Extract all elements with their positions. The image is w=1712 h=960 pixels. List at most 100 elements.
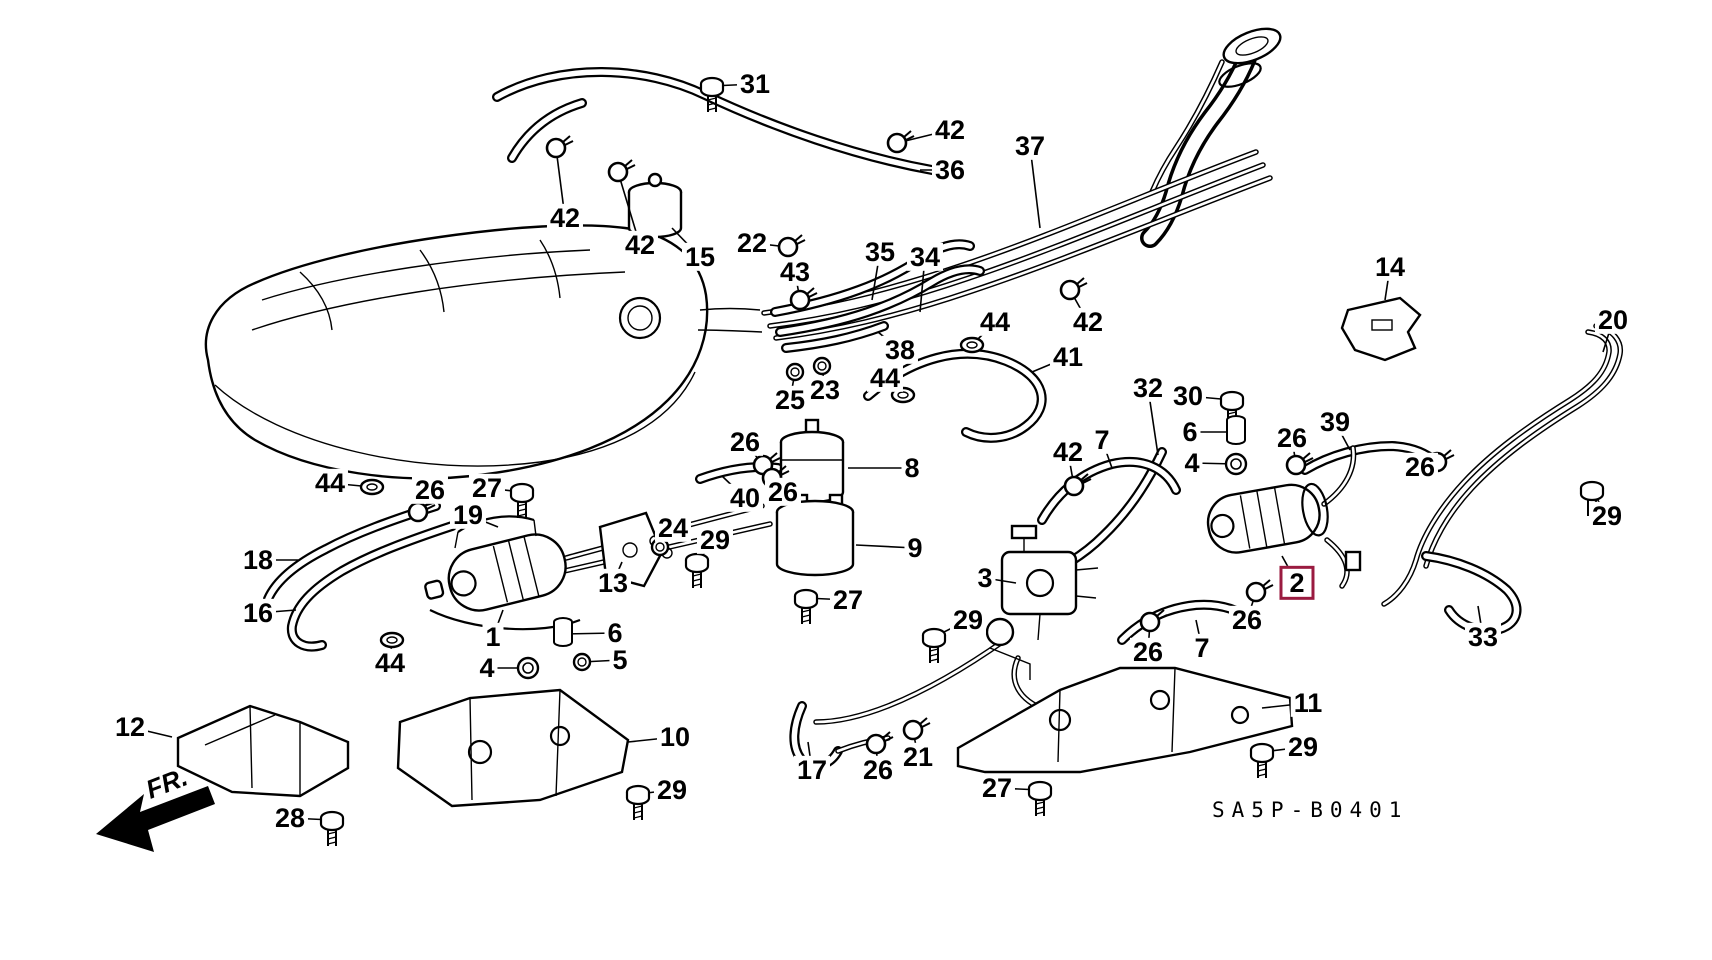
part-callout-42[interactable]: 42 <box>1069 307 1107 336</box>
fr-arrow <box>96 786 215 852</box>
part-callout-38[interactable]: 38 <box>881 335 919 364</box>
nut-symbol <box>785 362 805 382</box>
part-callout-25[interactable]: 25 <box>771 385 809 414</box>
part-callout-4[interactable]: 4 <box>476 653 498 682</box>
part-callout-37[interactable]: 37 <box>1011 131 1049 160</box>
clip-symbol <box>1059 276 1089 301</box>
part-callout-29[interactable]: 29 <box>1588 501 1626 530</box>
part-callout-29[interactable]: 29 <box>696 525 734 554</box>
part-callout-36[interactable]: 36 <box>931 155 969 184</box>
part-callout-3[interactable]: 3 <box>974 563 996 592</box>
part-callout-42[interactable]: 42 <box>621 230 659 259</box>
part-callout-26[interactable]: 26 <box>859 755 897 784</box>
part-callout-13[interactable]: 13 <box>594 568 632 597</box>
part-callout-9[interactable]: 9 <box>904 533 926 562</box>
part-callout-29[interactable]: 29 <box>653 775 691 804</box>
part-callout-34[interactable]: 34 <box>906 242 944 271</box>
part-callout-7[interactable]: 7 <box>1191 633 1213 662</box>
pump-bracket-10 <box>396 688 630 808</box>
part-callout-6[interactable]: 6 <box>1179 417 1201 446</box>
valve-assembly-3 <box>985 524 1099 680</box>
pipe-bracket-14 <box>1340 296 1422 362</box>
grommet-symbol <box>959 336 985 354</box>
bolt-symbol <box>793 588 819 626</box>
grommet-symbol <box>359 478 385 496</box>
part-callout-23[interactable]: 23 <box>806 375 844 404</box>
bolt-symbol <box>625 784 651 822</box>
fuel-tank <box>204 224 763 480</box>
part-callout-43[interactable]: 43 <box>776 257 814 286</box>
part-callout-26[interactable]: 26 <box>1273 423 1311 452</box>
clip-symbol <box>886 129 916 154</box>
part-callout-14[interactable]: 14 <box>1371 252 1409 281</box>
part-callout-26[interactable]: 26 <box>1228 605 1266 634</box>
part-callout-27[interactable]: 27 <box>978 773 1016 802</box>
part-callout-19[interactable]: 19 <box>449 500 487 529</box>
part-callout-5[interactable]: 5 <box>609 645 631 674</box>
part-callout-17[interactable]: 17 <box>793 755 831 784</box>
part-callout-16[interactable]: 16 <box>239 598 277 627</box>
part-callout-24[interactable]: 24 <box>654 513 692 542</box>
donut-symbol <box>516 656 540 680</box>
part-callout-20[interactable]: 20 <box>1594 305 1632 334</box>
bolt-symbol <box>921 627 947 665</box>
part-callout-44[interactable]: 44 <box>371 648 409 677</box>
part-callout-10[interactable]: 10 <box>656 722 694 751</box>
part-callout-29[interactable]: 29 <box>949 605 987 634</box>
part-callout-4[interactable]: 4 <box>1181 448 1203 477</box>
part-callout-26[interactable]: 26 <box>1129 637 1167 666</box>
part-callout-42[interactable]: 42 <box>931 115 969 144</box>
part-callout-7[interactable]: 7 <box>1091 425 1113 454</box>
clip-symbol <box>865 730 895 755</box>
part-callout-26[interactable]: 26 <box>411 475 449 504</box>
part-callout-26[interactable]: 26 <box>1401 452 1439 481</box>
donut-symbol <box>1224 452 1248 476</box>
part-callout-26[interactable]: 26 <box>726 427 764 456</box>
part-callout-44[interactable]: 44 <box>976 307 1014 336</box>
clip-symbol <box>1245 578 1275 603</box>
fuel-filter-9 <box>775 493 855 577</box>
part-callout-8[interactable]: 8 <box>901 453 923 482</box>
part-callout-27[interactable]: 27 <box>468 473 506 502</box>
bolt-symbol <box>319 810 345 848</box>
part-callout-41[interactable]: 41 <box>1049 342 1087 371</box>
part-callout-42[interactable]: 42 <box>1049 437 1087 466</box>
part-callout-42[interactable]: 42 <box>546 203 584 232</box>
fuel-filter-8 <box>779 418 845 504</box>
part-callout-44[interactable]: 44 <box>866 363 904 392</box>
fuel-feed-pipe-right <box>1381 323 1624 607</box>
pump-bracket-11 <box>956 666 1294 774</box>
part-callout-27[interactable]: 27 <box>829 585 867 614</box>
part-callout-29[interactable]: 29 <box>1284 732 1322 761</box>
nut-symbol <box>572 652 592 672</box>
part-callout-11[interactable]: 11 <box>1290 688 1326 717</box>
part-callout-15[interactable]: 15 <box>681 242 719 271</box>
part-callout-2[interactable]: 2 <box>1279 565 1315 601</box>
part-callout-18[interactable]: 18 <box>239 545 277 574</box>
part-callout-39[interactable]: 39 <box>1316 407 1354 436</box>
part-callout-30[interactable]: 30 <box>1169 381 1207 410</box>
clip-symbol <box>902 716 932 741</box>
part-callout-6[interactable]: 6 <box>604 618 626 647</box>
grommet-symbol <box>379 631 405 649</box>
part-callout-28[interactable]: 28 <box>271 803 309 832</box>
part-callout-1[interactable]: 1 <box>482 622 504 651</box>
fuel-pump-1 <box>424 515 581 631</box>
part-callout-32[interactable]: 32 <box>1129 373 1167 402</box>
part-callout-12[interactable]: 12 <box>111 712 149 741</box>
part-callout-21[interactable]: 21 <box>899 742 937 771</box>
part-callout-33[interactable]: 33 <box>1464 622 1502 651</box>
bolt-symbol <box>509 482 535 520</box>
part-callout-26[interactable]: 26 <box>764 477 802 506</box>
part-callout-40[interactable]: 40 <box>726 483 764 512</box>
part-callout-22[interactable]: 22 <box>733 228 771 257</box>
part-callout-31[interactable]: 31 <box>736 69 774 98</box>
tank-bracket-12 <box>176 704 350 798</box>
cyl-symbol <box>553 617 573 647</box>
part-callout-35[interactable]: 35 <box>861 237 899 266</box>
part-callout-44[interactable]: 44 <box>311 468 349 497</box>
vapor-canister-15 <box>627 172 683 239</box>
bolt-symbol <box>1027 780 1053 818</box>
